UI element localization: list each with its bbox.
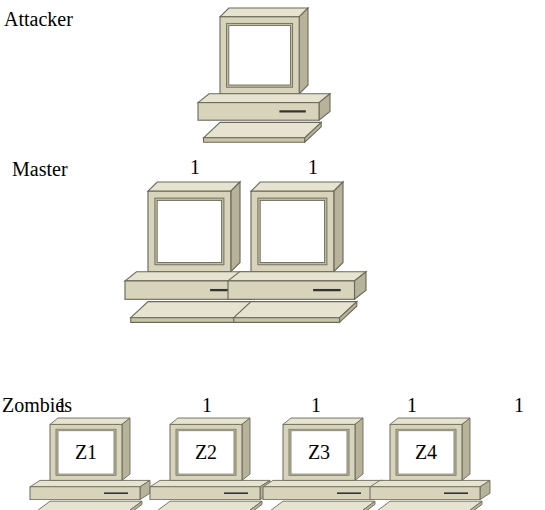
zombie-screen: Z2 [178,431,234,474]
tier-label: Master [12,158,68,180]
count-number: 1 [308,156,318,178]
zombie-id: Z3 [308,441,330,463]
zombie-screen: Z3 [291,431,347,474]
count-number: 1 [311,394,321,416]
count-number: 1 [407,394,417,416]
count-number: 1 [57,394,67,416]
zombie-id: Z1 [75,441,97,463]
zombie-id: Z4 [415,441,437,463]
zombie-screen: Z1 [58,431,114,474]
zombie-screen: Z4 [398,431,454,474]
count-number: 1 [190,156,200,178]
zombie-id: Z2 [195,441,217,463]
count-number: 1 [202,394,212,416]
tier-label: Attacker [4,8,73,30]
count-number: 1 [514,394,524,416]
